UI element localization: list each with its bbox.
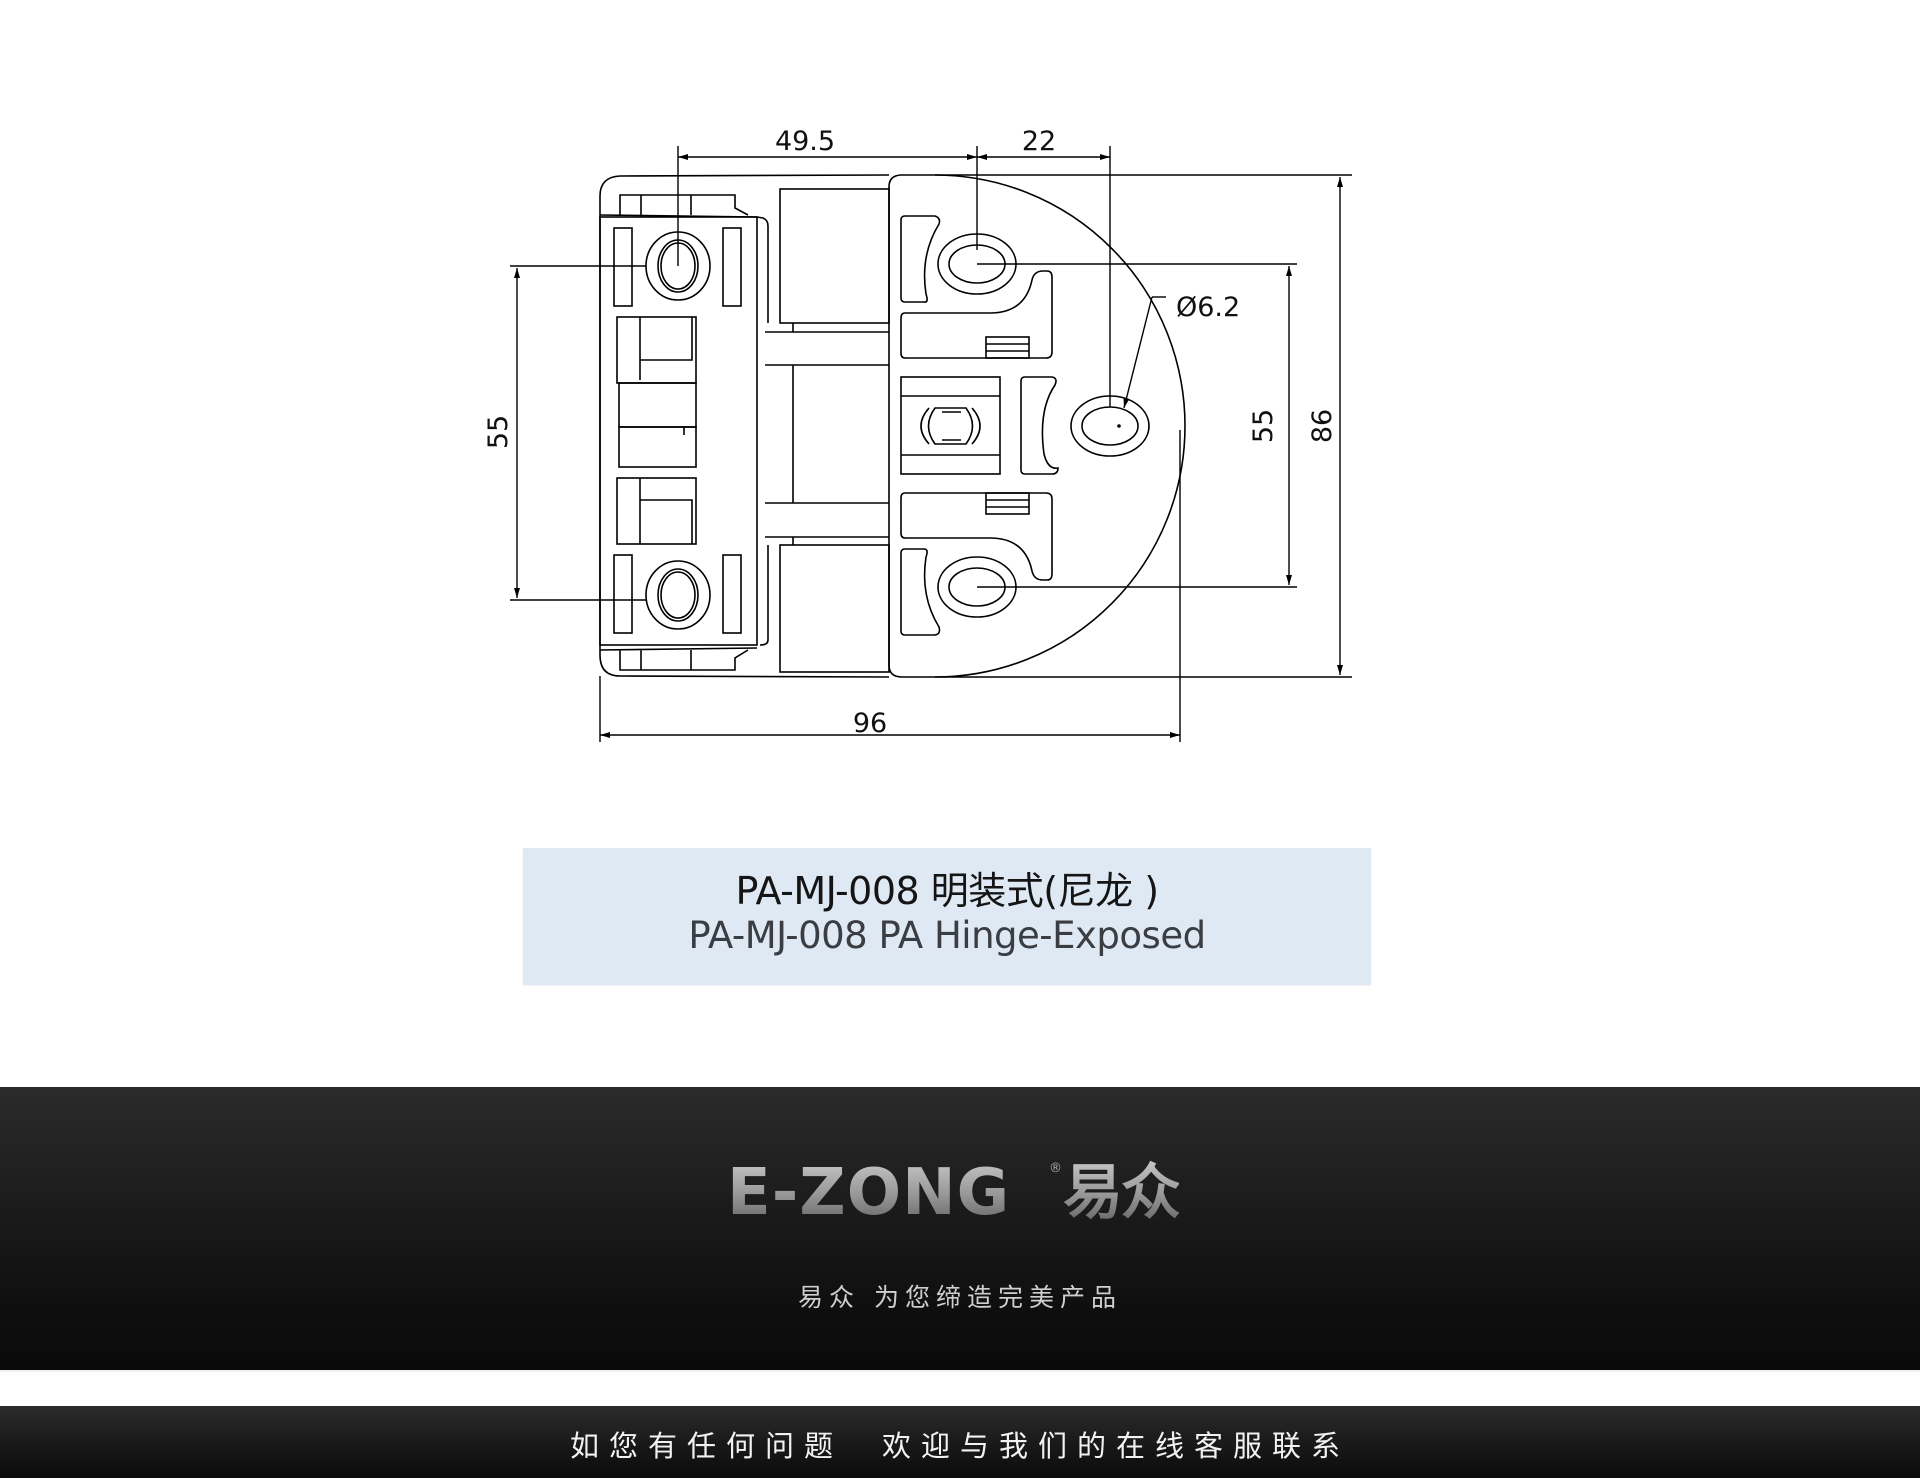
dim-label-49-5: 49.5 (775, 126, 835, 157)
separator (0, 1370, 1920, 1408)
ezong-logo: E-ZONG ® 易众 (727, 1157, 1193, 1229)
hinge-knuckle (765, 188, 890, 673)
registered-mark-icon: ® (1049, 1161, 1062, 1176)
dim-label-diameter: Ø6.2 (1176, 292, 1240, 323)
dim-label-55-left: 55 (483, 415, 514, 449)
dim-label-55-right: 55 (1248, 409, 1279, 443)
product-title-en: PA-MJ-008 PA Hinge-Exposed (688, 914, 1206, 957)
dim-label-96: 96 (853, 708, 887, 739)
contact-bar: 如您有任何问题 欢迎与我们的在线客服联系 (0, 1406, 1920, 1478)
dim-label-86: 86 (1307, 409, 1338, 443)
logo-wordmark: E-ZONG (727, 1156, 1011, 1230)
hinge-drawing-svg: 49.5 22 55 55 86 Ø6.2 96 (483, 126, 1352, 742)
dim-label-22: 22 (1022, 126, 1056, 157)
brand-banner (0, 1087, 1920, 1370)
dimension-lines (510, 146, 1352, 742)
left-leaf (599, 174, 890, 678)
product-title-cn: PA-MJ-008 明装式(尼龙 ) (735, 869, 1159, 913)
product-caption-box: PA-MJ-008 明装式(尼龙 ) PA-MJ-008 PA Hinge-Ex… (523, 848, 1371, 985)
brand-tagline: 易众 为您缔造完美产品 (798, 1283, 1122, 1312)
logo-chinese: 易众 (1063, 1158, 1181, 1228)
right-leaf (888, 174, 1186, 678)
hinge-technical-drawing: 49.5 22 55 55 86 Ø6.2 96 (483, 126, 1352, 742)
contact-message: 如您有任何问题 欢迎与我们的在线客服联系 (569, 1429, 1350, 1463)
